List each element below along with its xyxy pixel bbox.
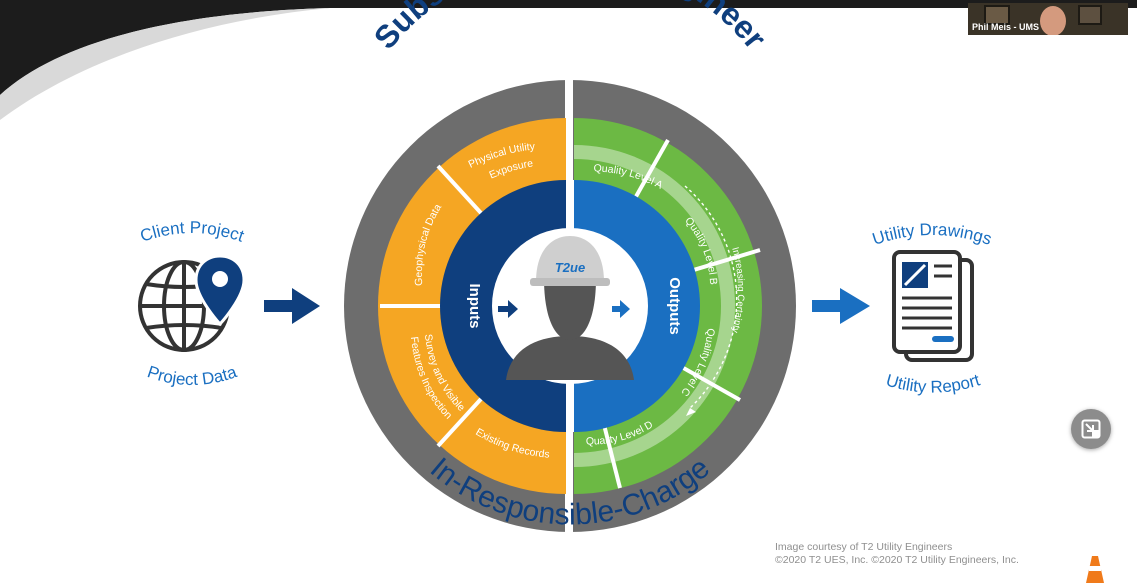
wall-picture-left	[984, 5, 1010, 25]
utility-drawings-label: Utility Drawings	[870, 220, 994, 249]
document-icon	[892, 250, 974, 362]
credit-line-1: Image courtesy of T2 Utility Engineers	[775, 541, 953, 553]
diagram-title: Subsurface Utility Engineer	[367, 0, 774, 56]
wall-picture-right	[1078, 5, 1102, 25]
image-credit: Image courtesy of T2 Utility Engineers ©…	[775, 541, 1019, 567]
client-project-label: Client Project	[138, 218, 247, 246]
arrow-out-of-diagram	[812, 288, 870, 324]
certainty-arrow-head	[686, 408, 696, 416]
scope-text-left: Scope of Work and Professional Judgment	[311, 179, 351, 387]
utility-report-label: Utility Report	[884, 370, 982, 396]
globe-location-icon	[138, 260, 230, 352]
location-pin-icon	[194, 254, 246, 327]
engineer-icon	[498, 236, 634, 380]
traffic-cone-icon	[1086, 556, 1104, 583]
logo-text: T2ue	[555, 260, 585, 275]
outputs-label: Outputs	[666, 277, 683, 335]
scope-text-right: Scope of Work and Professional Judgment	[790, 179, 830, 387]
arrow-into-diagram	[264, 288, 320, 324]
certainty-band	[573, 145, 735, 467]
header-swoosh-shadow	[0, 8, 330, 120]
exit-fullscreen-button[interactable]	[1071, 409, 1111, 449]
project-data-label: Project Data	[145, 362, 240, 389]
exit-fullscreen-icon	[1081, 419, 1101, 439]
participant-video-thumbnail[interactable]: Phil Meis - UMS	[968, 3, 1128, 35]
credit-line-2: ©2020 T2 UES, Inc. ©2020 T2 Utility Engi…	[775, 554, 1019, 566]
participant-name: Phil Meis - UMS	[972, 22, 1040, 32]
participant-face	[1040, 6, 1066, 35]
header-swoosh	[0, 0, 1137, 95]
inputs-label: Inputs	[466, 284, 483, 329]
